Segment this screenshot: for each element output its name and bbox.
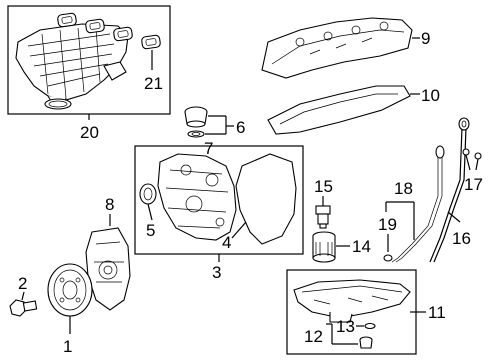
bolt-drawing bbox=[9, 299, 38, 317]
leader-17b bbox=[475, 158, 479, 171]
dipstick-group: 17 18 19 16 bbox=[378, 117, 483, 263]
callout-8: 8 bbox=[105, 195, 114, 214]
valve-cover-drawing bbox=[261, 17, 413, 79]
filter-sensor-group: 15 14 bbox=[312, 177, 371, 263]
front-seal-drawing bbox=[139, 183, 157, 205]
oil-filter-drawing bbox=[312, 231, 336, 263]
pulley-group: 1 2 bbox=[9, 263, 93, 356]
valve-cover-gasket-drawing bbox=[267, 85, 411, 135]
tube-seal-drawing bbox=[383, 254, 393, 262]
leader-16 bbox=[447, 211, 461, 223]
callout-3: 3 bbox=[212, 263, 221, 282]
callout-13: 13 bbox=[336, 317, 355, 336]
dipstick-drawing bbox=[391, 156, 439, 263]
callout-5: 5 bbox=[146, 221, 155, 240]
callout-16: 16 bbox=[452, 229, 471, 248]
drain-plug-drawing bbox=[359, 336, 373, 349]
oil-pressure-sensor-drawing bbox=[315, 205, 331, 229]
valve-cover-gasket-group: 10 bbox=[267, 85, 440, 135]
callout-2: 2 bbox=[18, 274, 27, 293]
callout-7: 7 bbox=[204, 139, 213, 158]
callout-6: 6 bbox=[236, 118, 245, 137]
filler-cap-group: 6 7 bbox=[184, 106, 245, 158]
callout-18: 18 bbox=[394, 179, 413, 198]
tube-fasteners-drawing bbox=[462, 148, 482, 160]
intake-gaskets-drawing bbox=[57, 12, 161, 50]
intake-manifold-drawing bbox=[15, 23, 129, 107]
callout-4: 4 bbox=[222, 233, 231, 252]
callout-19: 19 bbox=[378, 215, 397, 234]
callout-1: 1 bbox=[63, 337, 72, 356]
oil-pan-drawing bbox=[293, 279, 411, 323]
callout-20: 20 bbox=[80, 123, 99, 142]
intake-manifold-group: 21 20 bbox=[7, 5, 171, 142]
leader-5 bbox=[147, 203, 153, 221]
callout-15: 15 bbox=[314, 177, 333, 196]
leader-17a bbox=[465, 154, 471, 171]
callout-21: 21 bbox=[144, 74, 163, 93]
front-cover-group: 8 bbox=[85, 195, 131, 311]
callout-17: 17 bbox=[464, 175, 483, 194]
filler-cap-drawing bbox=[184, 106, 208, 128]
callout-14: 14 bbox=[352, 237, 371, 256]
timing-cover-group: 5 4 3 bbox=[134, 145, 304, 282]
callout-11: 11 bbox=[428, 303, 446, 322]
leader-4 bbox=[231, 221, 247, 239]
pulley-drawing bbox=[47, 263, 93, 317]
dipstick-tube-drawing bbox=[429, 127, 463, 263]
timing-cover-drawing bbox=[157, 153, 237, 241]
callout-12: 12 bbox=[304, 327, 323, 346]
valve-cover-group: 9 bbox=[261, 17, 430, 79]
drain-washer-drawing bbox=[364, 322, 376, 330]
callout-9: 9 bbox=[421, 29, 430, 48]
timing-cover-gasket-drawing bbox=[235, 153, 297, 245]
oil-pan-group: 11 13 12 bbox=[286, 269, 446, 355]
throttle-ring-drawing bbox=[44, 98, 72, 110]
leader-2 bbox=[21, 291, 25, 301]
filler-seal-drawing bbox=[187, 130, 205, 138]
front-cover-drawing bbox=[85, 227, 131, 311]
callout-10: 10 bbox=[421, 86, 440, 105]
